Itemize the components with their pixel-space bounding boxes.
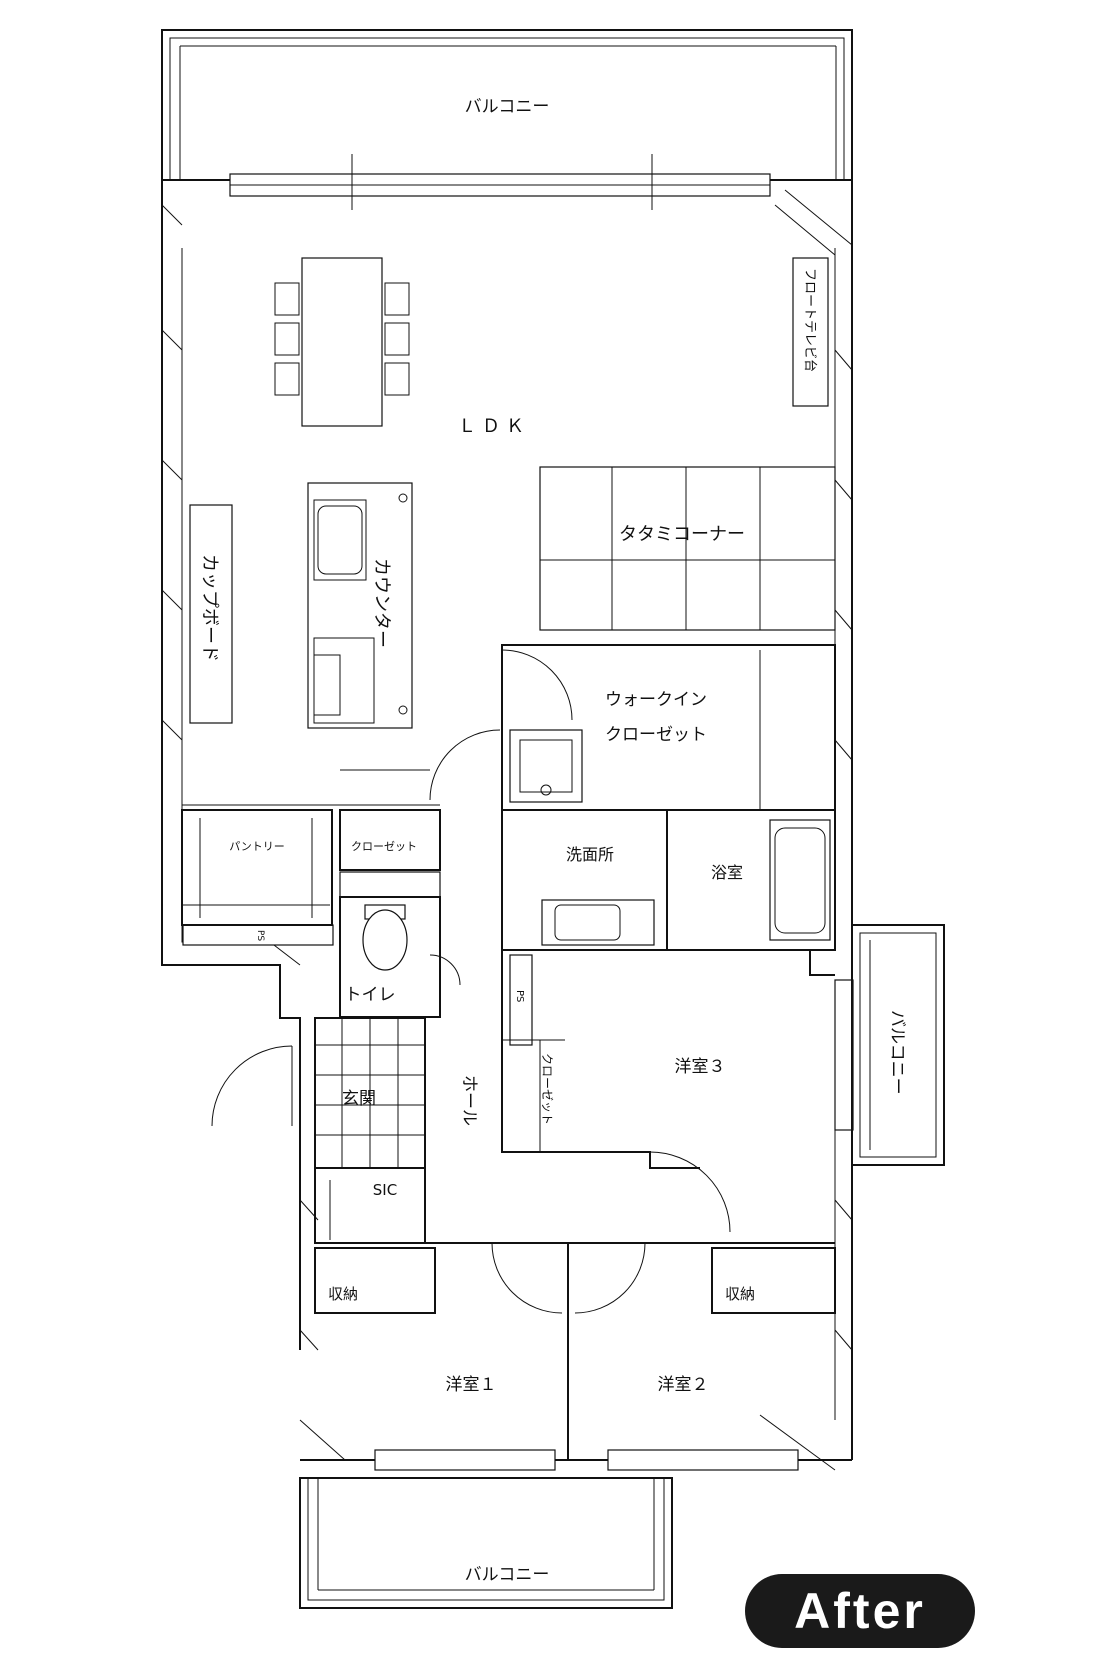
label-western-3: 洋室３ — [675, 1057, 726, 1077]
label-ps-2: PS — [514, 990, 525, 1002]
outer-walls — [161, 154, 853, 1461]
label-counter: カウンター — [371, 558, 392, 648]
dining-set — [274, 257, 410, 427]
pantry-toilet-zone — [181, 804, 441, 1018]
label-hall: ホール — [459, 1075, 479, 1126]
label-western-1: 洋室１ — [446, 1375, 497, 1395]
label-storage-2: 収納 — [725, 1285, 755, 1303]
float-tv-stand — [792, 257, 829, 407]
service-walls — [182, 644, 836, 1046]
label-tatami: タタミコーナー — [619, 524, 745, 545]
balcony-right — [851, 924, 945, 1166]
entrance — [211, 1017, 426, 1244]
label-storage-1: 収納 — [328, 1285, 358, 1303]
kitchen-counter — [307, 482, 413, 729]
western-rooms-1-2 — [299, 1151, 836, 1471]
balcony-bottom — [299, 1477, 673, 1609]
interior-doors — [340, 649, 573, 986]
label-bath: 浴室 — [711, 863, 743, 882]
tatami-corner — [539, 466, 836, 631]
label-balcony-top: バルコニー — [465, 97, 550, 117]
after-badge-text: After — [794, 1583, 926, 1639]
label-washroom: 洗面所 — [566, 845, 614, 864]
label-ps-1: PS — [255, 930, 265, 941]
after-badge: After — [745, 1574, 975, 1648]
label-sic: SIC — [373, 1181, 397, 1199]
label-toilet: トイレ — [345, 985, 396, 1005]
label-balcony-bottom: バルコニー — [465, 1565, 550, 1585]
cupboard — [189, 504, 233, 724]
label-ldk: ＬＤＫ — [458, 416, 530, 437]
label-pantry: パントリー — [229, 840, 285, 853]
label-balcony-right: バルコニー — [887, 1010, 907, 1095]
label-cupboard: カップボード — [199, 554, 220, 662]
label-western-2: 洋室２ — [658, 1375, 709, 1395]
label-closet-vert: クローゼット — [540, 1053, 554, 1125]
label-walkin-2: クローゼット — [605, 725, 707, 745]
label-float-tv: フロートテレビ台 — [802, 268, 817, 372]
label-closet-small: クローゼット — [351, 840, 417, 853]
room-labels: バルコニー ＬＤＫ フロートテレビ台 タタミコーナー カップボード カウンター … — [199, 97, 907, 1585]
label-walkin-1: ウォークイン — [605, 690, 707, 710]
label-entrance: 玄関 — [342, 1089, 376, 1109]
